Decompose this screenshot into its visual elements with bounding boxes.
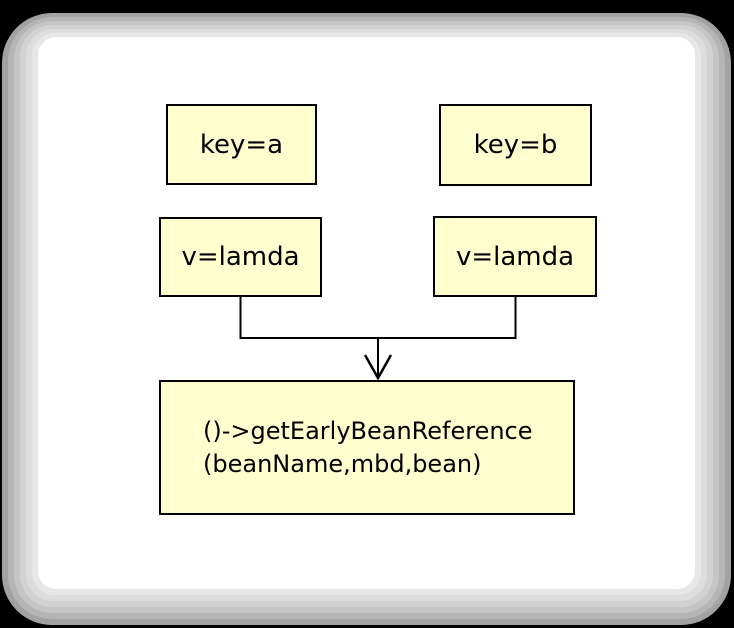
node-get-early-bean-reference: ()->getEarlyBeanReference (beanName,mbd,… xyxy=(159,380,575,515)
result-label-line1: ()->getEarlyBeanReference xyxy=(203,416,533,445)
node-key-b: key=b xyxy=(439,104,592,186)
node-v-lamda-right: v=lamda xyxy=(433,216,597,297)
node-v-lamda-right-label: v=lamda xyxy=(455,241,575,272)
result-label-line2: (beanName,mbd,bean) xyxy=(203,449,482,478)
node-key-b-label: key=b xyxy=(473,130,558,160)
node-key-a: key=a xyxy=(166,104,317,185)
node-key-a-label: key=a xyxy=(199,129,284,160)
node-v-lamda-left: v=lamda xyxy=(159,217,322,297)
node-v-lamda-left-label: v=lamda xyxy=(181,242,300,272)
